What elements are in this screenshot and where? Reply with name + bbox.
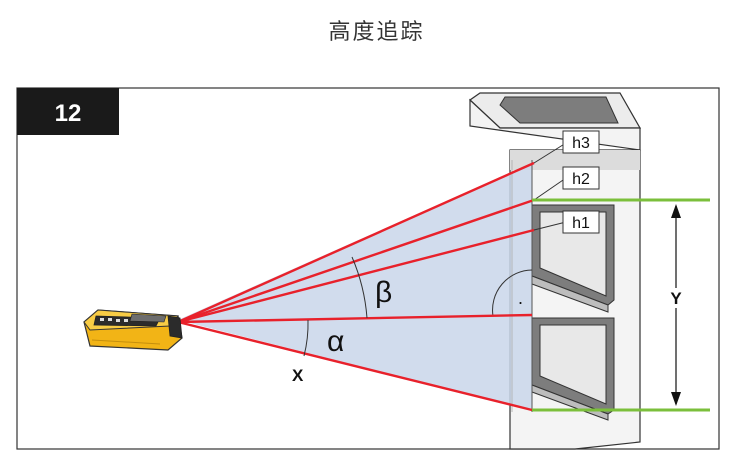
beta-arc — [351, 256, 368, 319]
page-title: 高度追踪 — [328, 20, 425, 45]
h2-label: h2 — [572, 171, 590, 188]
h1-label: h1 — [572, 215, 590, 232]
laser-line-base — [177, 320, 533, 412]
right-angle-marker: . — [518, 288, 523, 308]
callout-h2: h2 — [533, 166, 600, 201]
roof-opening — [499, 96, 619, 124]
figure-number: 12 — [55, 100, 82, 127]
callout-h1: h1 — [533, 210, 600, 234]
alpha-arc — [303, 319, 309, 357]
figure-number-badge — [17, 88, 119, 135]
callout-h3: h3 — [533, 130, 600, 164]
alpha-label: α — [327, 325, 344, 358]
y-label-background — [666, 288, 686, 308]
laser-line-h1 — [177, 228, 535, 324]
y-label: Y — [670, 289, 682, 308]
x-label: X — [292, 366, 304, 385]
laser-line-h2 — [177, 198, 535, 324]
laser-distance-meter-icon — [83, 309, 183, 351]
figure-frame — [16, 87, 720, 450]
laser-line-horizontal — [177, 313, 533, 324]
window-lower — [531, 317, 615, 421]
laser-lines — [177, 161, 535, 412]
beta-label: β — [375, 276, 392, 309]
right-angle-arc — [492, 269, 533, 317]
laser-beam-area — [178, 163, 532, 410]
roof-shadow — [510, 150, 640, 170]
laser-line-h3 — [177, 161, 535, 324]
h3-label: h3 — [572, 135, 590, 152]
